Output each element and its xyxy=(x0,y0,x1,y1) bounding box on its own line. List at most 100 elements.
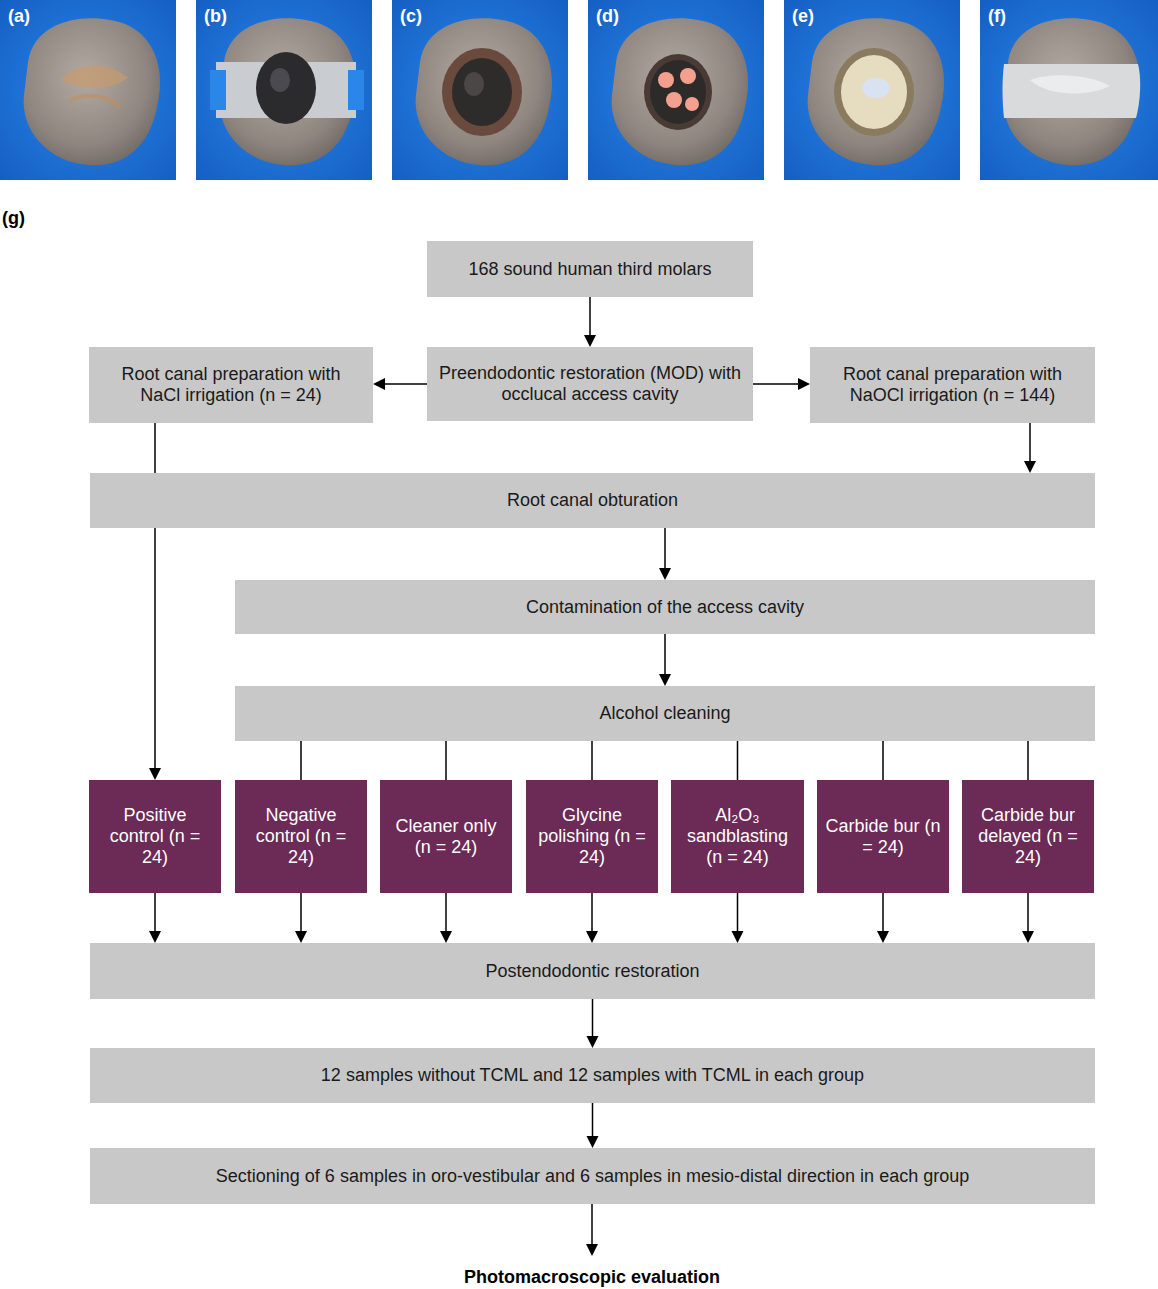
photo-panel xyxy=(588,0,764,180)
process-box: Root canal preparation with NaOCl irriga… xyxy=(810,347,1095,423)
arrow-head xyxy=(586,931,598,943)
flow-connector xyxy=(584,297,596,347)
tooth-photographs xyxy=(0,0,1158,182)
box-text: Carbide bur delayed (n = 24) xyxy=(968,805,1088,868)
connector-line xyxy=(1027,741,1029,780)
flow-connector xyxy=(592,741,593,780)
panel-letter: (g) xyxy=(2,208,25,229)
connector-line xyxy=(1029,423,1031,462)
flow-connector xyxy=(586,893,598,943)
arrow-head xyxy=(798,378,810,390)
box-text: 12 samples without TCML and 12 samples w… xyxy=(321,1065,864,1086)
connector-line xyxy=(737,893,739,932)
flow-connector xyxy=(301,741,302,780)
box-text: Postendodontic restoration xyxy=(485,961,699,982)
photo-panel xyxy=(392,0,568,180)
connector-line xyxy=(592,1103,594,1137)
arrow-head xyxy=(732,931,744,943)
group-box: Cleaner only (n = 24) xyxy=(380,780,512,893)
arrow-head xyxy=(587,1036,599,1048)
process-box: Alcohol cleaning xyxy=(235,686,1095,741)
outcome-label: Photomacroscopic evaluation xyxy=(464,1267,720,1288)
arrow-head xyxy=(584,335,596,347)
process-box: Contamination of the access cavity xyxy=(235,580,1095,634)
process-box: 12 samples without TCML and 12 samples w… xyxy=(90,1048,1095,1103)
connector-line xyxy=(882,893,884,932)
connector-line xyxy=(154,893,156,932)
flow-connector xyxy=(446,741,447,780)
arrow-head xyxy=(440,931,452,943)
flow-connector xyxy=(295,893,307,943)
connector-line xyxy=(384,383,427,385)
panel-letter: (e) xyxy=(792,6,814,27)
flow-connector xyxy=(1022,893,1034,943)
connector-line xyxy=(589,297,591,336)
arrow-head xyxy=(659,674,671,686)
box-text: Glycine polishing (n = 24) xyxy=(532,805,652,868)
arrow-head xyxy=(587,1136,599,1148)
process-box: 168 sound human third molars xyxy=(427,241,753,297)
box-text: Preendodontic restoration (MOD) with occ… xyxy=(437,363,743,405)
arrow-head xyxy=(149,931,161,943)
panel-letter: (d) xyxy=(596,6,619,27)
flow-connector xyxy=(883,741,884,780)
flow-connector xyxy=(659,528,671,580)
process-box: Sectioning of 6 samples in oro-vestibula… xyxy=(90,1148,1095,1204)
photo-panel xyxy=(784,0,960,180)
arrow-head xyxy=(877,931,889,943)
process-box: Postendodontic restoration xyxy=(90,943,1095,999)
arrow-head xyxy=(149,768,161,780)
final-arrow-line xyxy=(591,1204,593,1244)
process-box: Preendodontic restoration (MOD) with occ… xyxy=(427,347,753,421)
process-box: Root canal obturation xyxy=(90,473,1095,528)
box-text: Al₂O₃ sandblasting (n = 24) xyxy=(677,805,798,868)
arrow-head xyxy=(659,568,671,580)
arrow-head xyxy=(1022,931,1034,943)
connector-line xyxy=(592,999,594,1037)
connector-line xyxy=(591,893,593,932)
connector-line xyxy=(664,528,666,569)
box-text: Positive control (n = 24) xyxy=(95,805,215,868)
flow-connector xyxy=(1028,741,1029,780)
flow-connector xyxy=(587,1103,599,1148)
box-text: Root canal obturation xyxy=(507,490,678,511)
group-box: Positive control (n = 24) xyxy=(89,780,221,893)
flow-connector xyxy=(732,893,744,943)
box-text: Sectioning of 6 samples in oro-vestibula… xyxy=(216,1166,969,1187)
box-text: Root canal preparation with NaCl irrigat… xyxy=(99,364,363,406)
panel-letter: (b) xyxy=(204,6,227,27)
flow-connector xyxy=(587,999,599,1048)
connector-line xyxy=(753,383,799,385)
connector-line xyxy=(882,741,884,780)
box-text: Negative control (n = 24) xyxy=(241,805,361,868)
process-box: Root canal preparation with NaCl irrigat… xyxy=(89,347,373,423)
arrow-head xyxy=(295,931,307,943)
photo-panel xyxy=(0,0,176,180)
group-box: Carbide bur delayed (n = 24) xyxy=(962,780,1094,893)
connector-line xyxy=(300,893,302,932)
final-arrow-head xyxy=(586,1244,598,1256)
flow-connector xyxy=(737,741,738,780)
flow-connector xyxy=(373,378,427,390)
arrow-head xyxy=(1024,461,1036,473)
group-box: Al₂O₃ sandblasting (n = 24) xyxy=(671,780,804,893)
arrow-head xyxy=(373,378,385,390)
box-text: Cleaner only (n = 24) xyxy=(386,816,506,858)
flow-connector xyxy=(659,634,671,686)
connector-line xyxy=(591,741,593,780)
photo-panel xyxy=(980,0,1158,180)
group-box: Negative control (n = 24) xyxy=(235,780,367,893)
flow-connector xyxy=(440,893,452,943)
panel-letter: (f) xyxy=(988,6,1006,27)
box-text: Alcohol cleaning xyxy=(599,703,730,724)
connector-line xyxy=(445,741,447,780)
box-text: Contamination of the access cavity xyxy=(526,597,804,618)
panel-letter: (a) xyxy=(8,6,30,27)
connector-line xyxy=(300,741,302,780)
panel-letter: (c) xyxy=(400,6,422,27)
connector-line xyxy=(445,893,447,932)
flow-connector xyxy=(753,378,810,390)
box-text: 168 sound human third molars xyxy=(468,259,711,280)
flow-connector xyxy=(149,893,161,943)
photo-panel xyxy=(196,0,372,180)
